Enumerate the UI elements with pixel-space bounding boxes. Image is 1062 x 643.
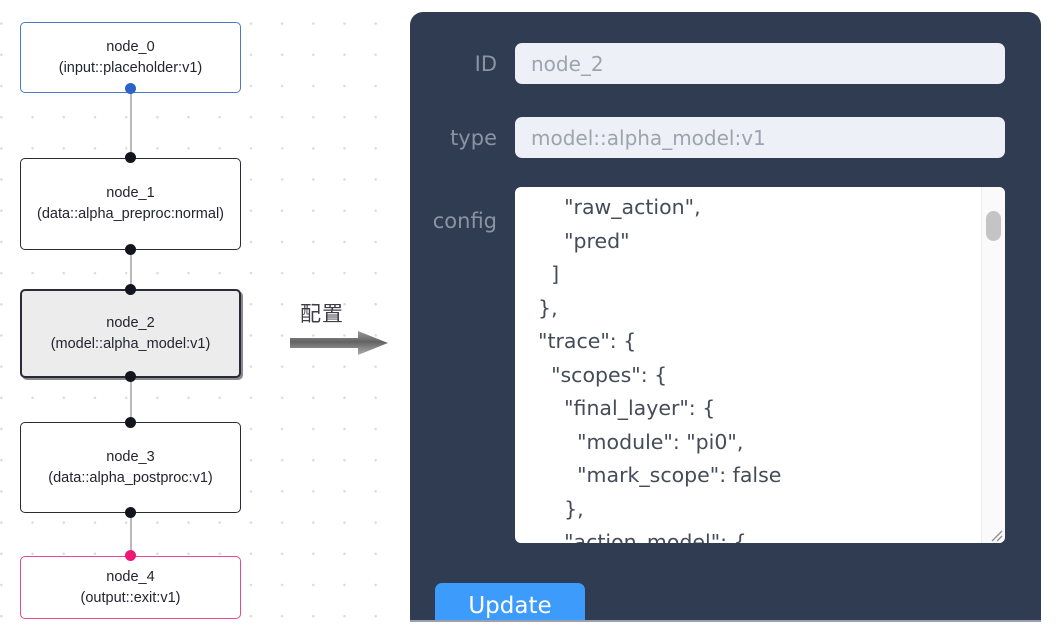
resize-handle-icon[interactable]: [987, 526, 1003, 542]
edge-node0-node1: [130, 88, 132, 160]
node-subtitle: (input::placeholder:v1): [58, 59, 203, 76]
config-scrollbar-thumb[interactable]: [986, 211, 1001, 241]
port-node_1-out[interactable]: [125, 244, 136, 255]
edge-node1-node2: [130, 247, 132, 297]
node-title: node_3: [106, 448, 155, 465]
node-title: node_4: [106, 568, 155, 585]
port-node_3-in[interactable]: [125, 417, 136, 428]
transition-annotation: 配置: [288, 298, 394, 360]
graph-node-node_3[interactable]: node_3 (data::alpha_postproc:v1): [20, 422, 241, 513]
config-field-label: config: [432, 209, 497, 233]
node-subtitle: (output::exit:v1): [80, 589, 181, 606]
config-textarea[interactable]: [515, 187, 1005, 543]
graph-node-node_4[interactable]: node_4 (output::exit:v1): [20, 556, 241, 619]
edge-node3-node4: [130, 510, 132, 555]
node-title: node_2: [106, 314, 155, 331]
node-subtitle: (model::alpha_model:v1): [50, 335, 211, 352]
port-node_1-in[interactable]: [125, 152, 136, 163]
graph-node-node_1[interactable]: node_1 (data::alpha_preproc:normal): [20, 158, 241, 250]
port-node_4-in[interactable]: [125, 550, 136, 561]
right-arrow-icon: [290, 331, 388, 355]
pipeline-graph-canvas[interactable]: node_0 (input::placeholder:v1) node_1 (d…: [0, 0, 396, 643]
port-node_2-in[interactable]: [125, 284, 136, 295]
field-row-config: config: [410, 187, 1005, 543]
node-title: node_1: [106, 185, 155, 202]
node-subtitle: (data::alpha_preproc:normal): [37, 206, 224, 222]
port-node_0-out[interactable]: [125, 83, 136, 94]
node-subtitle: (data::alpha_postproc:v1): [48, 469, 213, 486]
id-field-label: ID: [474, 51, 497, 76]
port-node_3-out[interactable]: [125, 507, 136, 518]
config-editor[interactable]: [515, 187, 1005, 543]
graph-node-node_2[interactable]: node_2 (model::alpha_model:v1): [20, 289, 241, 378]
type-input[interactable]: [515, 117, 1005, 158]
panel-bottom-divider: [410, 620, 1041, 622]
update-button[interactable]: Update: [435, 583, 585, 620]
field-row-type: type: [410, 117, 1005, 158]
field-row-id: ID: [410, 43, 1005, 84]
node-title: node_0: [106, 38, 155, 55]
type-field-label: type: [450, 125, 497, 150]
node-config-panel: ID type config Update: [410, 12, 1041, 620]
id-input[interactable]: [515, 43, 1005, 84]
config-scrollbar[interactable]: [981, 187, 1005, 543]
transition-caption: 配置: [300, 302, 344, 326]
port-node_2-out[interactable]: [125, 371, 136, 382]
edge-node2-node3: [130, 374, 132, 421]
